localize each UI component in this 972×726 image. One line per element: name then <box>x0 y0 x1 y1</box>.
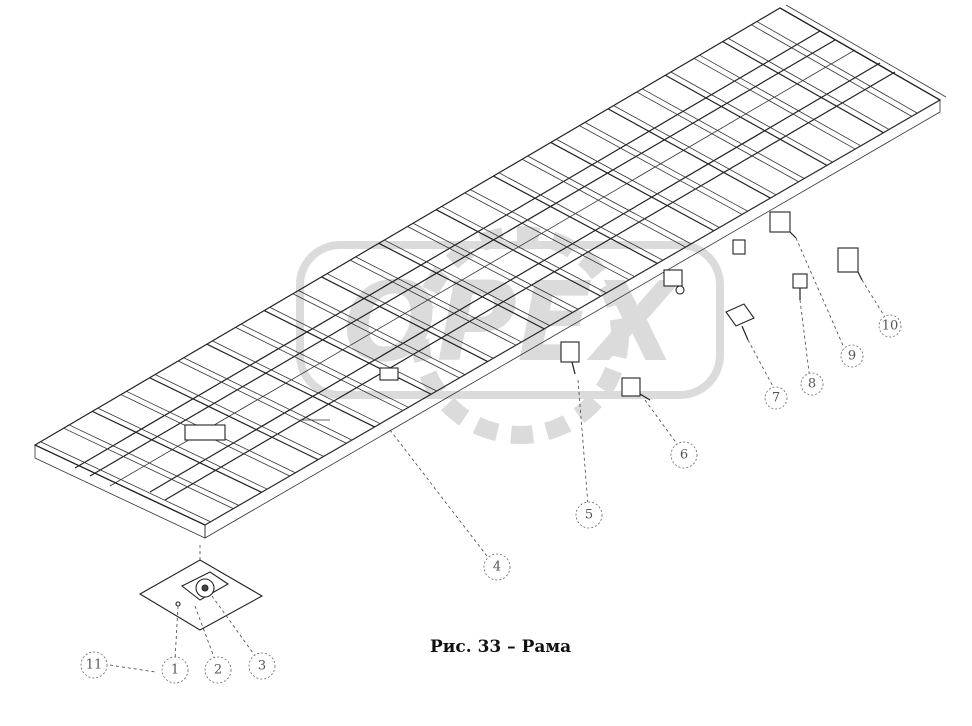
cross-member-edge <box>212 340 381 425</box>
cross-member <box>493 175 658 264</box>
cross-member-edge <box>40 441 212 523</box>
callout-11: 11 <box>80 651 108 679</box>
part-box-6 <box>560 341 580 375</box>
cross-member <box>751 24 912 117</box>
part-box-5 <box>663 269 685 295</box>
callout-2: 2 <box>204 656 232 684</box>
leader-lines <box>109 237 889 673</box>
cross-member-edge <box>556 139 721 229</box>
cross-member <box>63 427 234 510</box>
cross-member <box>435 209 602 297</box>
part-box-4 <box>725 303 755 341</box>
cross-member-edge <box>728 38 890 131</box>
cross-member <box>149 377 319 461</box>
callout-6: 6 <box>670 441 698 469</box>
callout-4: 4 <box>483 553 511 581</box>
cross-member <box>722 41 884 134</box>
cross-member-edge <box>613 105 777 196</box>
callout-6-label: 6 <box>680 448 688 463</box>
cross-member <box>607 108 771 199</box>
watermark: OPEX <box>296 226 724 444</box>
cross-member <box>92 410 262 493</box>
cross-member-edge <box>785 4 947 98</box>
cross-member-edge <box>757 21 918 114</box>
part-box-8 <box>732 239 746 255</box>
cross-member-edge <box>270 307 438 392</box>
cross-member-edge <box>184 357 353 441</box>
cross-member <box>235 326 404 411</box>
cross-member-edge <box>413 223 579 310</box>
cross-member <box>292 293 460 379</box>
cross-member <box>34 444 206 526</box>
callout-9-label: 9 <box>848 349 856 364</box>
cross-member <box>378 242 545 330</box>
cross-member-edge <box>499 172 664 261</box>
callout-4-label: 4 <box>493 560 501 575</box>
callout-10: 10 <box>878 314 902 338</box>
callout-10-label: 10 <box>882 319 899 334</box>
cross-member <box>206 343 375 428</box>
part-box-7 <box>621 377 651 401</box>
part-box-2 <box>837 247 863 281</box>
part-box-1 <box>769 211 797 239</box>
cross-member <box>579 125 743 215</box>
cross-member-edge <box>327 273 494 359</box>
callout-8: 8 <box>800 372 824 396</box>
callout-5-label: 5 <box>585 508 593 523</box>
callout-3-label: 3 <box>258 659 266 674</box>
cross-member-edge <box>356 256 523 343</box>
cross-member-edge <box>441 206 607 294</box>
cross-member-edge <box>69 424 240 507</box>
watermark-text: OPEX <box>343 258 682 386</box>
cross-member <box>521 158 686 248</box>
cross-member <box>321 276 488 363</box>
callout-2-label: 2 <box>214 663 222 678</box>
callout-8-label: 8 <box>808 377 816 392</box>
parts-group <box>560 211 863 401</box>
callout-11-label: 11 <box>86 658 103 673</box>
cross-member-edge <box>699 55 862 147</box>
cross-members <box>34 4 947 526</box>
cross-member <box>407 226 573 313</box>
callout-1-label: 1 <box>171 663 179 678</box>
cross-member <box>665 74 828 166</box>
cross-member-edge <box>384 239 551 327</box>
figure-caption: Рис. 33 – Рама <box>430 637 572 657</box>
callout-5: 5 <box>575 501 603 529</box>
callout-3: 3 <box>248 652 276 680</box>
cross-member-edge <box>98 408 268 490</box>
king-pin-plate <box>138 545 264 631</box>
cross-member-edge <box>155 374 325 457</box>
cross-member <box>263 310 432 395</box>
callout-9: 9 <box>840 344 864 368</box>
cross-member <box>178 360 347 444</box>
cross-member-edge <box>585 122 749 212</box>
cross-member <box>693 58 856 150</box>
cross-member-edge <box>671 71 834 163</box>
cross-member <box>636 91 799 183</box>
part-box-3 <box>792 273 808 300</box>
callout-7-label: 7 <box>772 391 780 406</box>
cross-member <box>350 259 517 346</box>
cross-member-edge <box>241 323 410 408</box>
cross-member-edge <box>527 155 692 245</box>
cross-member-edge <box>470 189 636 278</box>
cross-member-edge <box>642 88 805 180</box>
cross-member-edge <box>298 290 466 376</box>
callout-7: 7 <box>764 386 788 410</box>
cross-member <box>779 7 941 101</box>
cross-member <box>464 192 630 281</box>
cross-member <box>550 141 715 232</box>
frame-assembly <box>33 4 947 539</box>
callout-1: 1 <box>161 656 189 684</box>
